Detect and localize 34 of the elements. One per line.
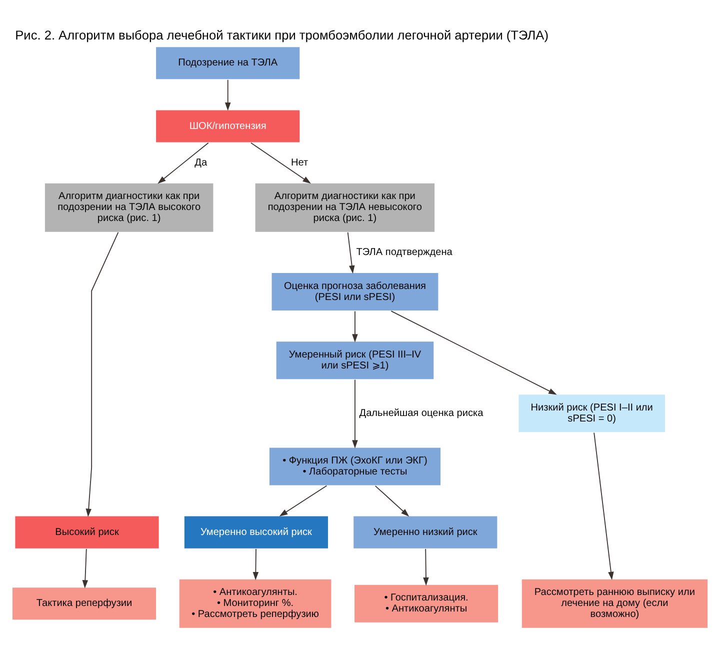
arrow xyxy=(82,548,88,588)
node-box: Умеренный риск (PESI III–IV или sPESI ⩾1) xyxy=(275,340,435,380)
node-box: Рассмотреть раннюю выписку или лечение на дому (если возможно) xyxy=(520,578,708,628)
arrow xyxy=(423,548,429,586)
arrow xyxy=(224,78,231,110)
edge-label: ТЭЛА подтверждена xyxy=(356,246,452,258)
arrow xyxy=(347,231,355,274)
arrow xyxy=(250,142,311,184)
arrow xyxy=(279,484,328,516)
node-box: ШОК/гипотензия xyxy=(155,108,301,143)
arrow xyxy=(594,432,614,580)
arrow xyxy=(352,310,358,342)
arrow xyxy=(390,310,557,394)
node-box: • Функция ПЖ (ЭхоКГ или ЭКГ) • Лабораторные тесты xyxy=(268,446,442,486)
node-box: Тактика реперфузии xyxy=(12,586,157,620)
arrow xyxy=(374,484,410,516)
arrow xyxy=(352,378,358,448)
node-box: Алгоритм диагностики как при подозрении на ТЭЛА высокого риска (рис. 1) xyxy=(44,182,214,232)
arrow xyxy=(86,231,119,516)
node-box: Алгоритм диагностики как при подозрении на ТЭЛА невысокого риска (рис. 1) xyxy=(254,182,436,232)
node-box: Подозрение на ТЭЛА xyxy=(155,46,301,80)
node-box: Умеренно низкий риск xyxy=(352,514,498,549)
node-box: • Госпитализация. • Антикоагулянты xyxy=(354,583,500,623)
arrow xyxy=(252,548,259,580)
edge-label: Нет xyxy=(291,156,308,168)
node-box: Высокий риск xyxy=(14,514,160,549)
node-box: Оценка прогноза заболевания (PESI или sPESI) xyxy=(270,272,440,311)
diagram-title: Рис. 2. Алгоритм выбора лечебной тактики при тромбоэмболии легочной артерии (ТЭЛА) xyxy=(15,27,548,42)
node-box: Низкий риск (PESI I–II или sPESI = 0) xyxy=(518,393,666,433)
edge-label: Да xyxy=(194,156,208,168)
node-box: Умеренно высокий риск xyxy=(184,514,329,549)
arrow xyxy=(158,142,209,184)
edge-label: Дальнейшая оценка риска xyxy=(359,407,484,418)
node-box: • Антикоагулянты. • Мониторинг %. • Рассмотреть реперфузию xyxy=(178,578,332,628)
